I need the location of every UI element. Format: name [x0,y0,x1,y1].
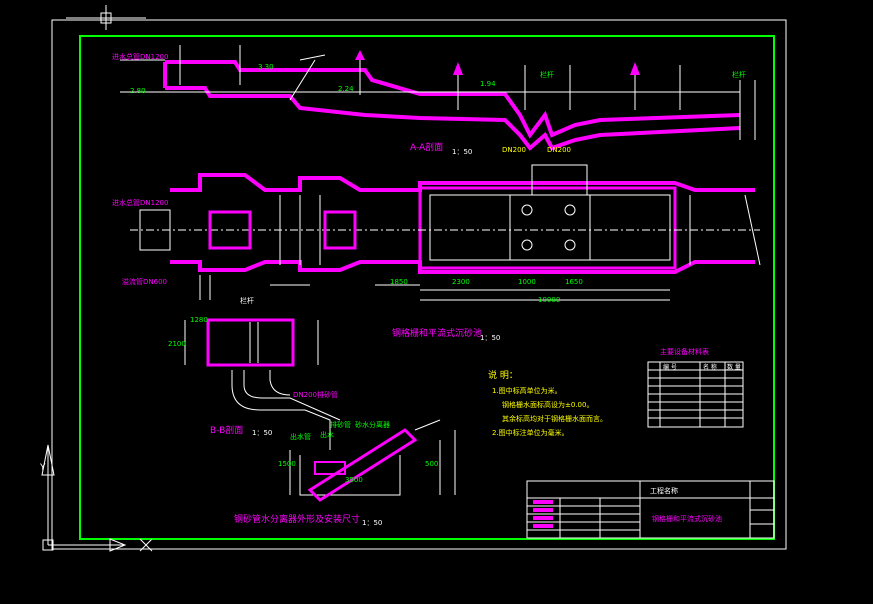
detail-title: 钢砂管水分离器外形及安装尺寸 [234,515,361,525]
dim-10000: 10000 [538,296,561,304]
plan-title: 钢格栅和平流式沉砂池 [392,329,483,339]
elev-4: 1.94 [480,80,496,88]
detail-scale: 1：50 [362,519,383,527]
elev-3: 2.24 [338,85,354,93]
table-col-2: 名 称 [703,364,717,371]
label-dn200-b: DN200 [547,146,571,154]
elev-2: 2.80 [130,87,146,95]
dim-500: 500 [425,460,439,468]
dim-1500: 1500 [278,460,296,468]
dim-3500: 3500 [345,476,363,484]
table-col-1: 编 号 [663,364,677,371]
crosshair-icon [66,5,146,30]
label-dn200-a: DN200 [502,146,526,154]
title-block-project: 工程名称 [650,487,678,495]
table-col-3: 数 量 [727,364,741,371]
inner-border [79,35,775,540]
plan-drawing [130,164,761,301]
svg-text:Y: Y [39,463,46,473]
dim-1280: 1280 [190,316,208,324]
note-1: 1.图中标高单位为米。 [492,387,562,395]
note-4: 2.图中标注单位为毫米。 [492,429,569,437]
section-a-drawing [120,45,756,151]
section-a-title: A-A剖面 [410,143,444,153]
label-overflow: 溢流管DN600 [122,278,167,286]
note-3: 其余标高均对于钢格栅水面而言。 [502,415,607,423]
section-b-title: B-B剖面 [210,426,244,436]
separator-detail-drawing [289,419,456,502]
label-grille: 栏杆 [540,71,554,79]
label-inlet-plan: 进水总管DN1200 [112,199,169,207]
section-b-drawing [184,318,341,450]
label-inlet: 进水总管DN1200 [112,53,169,61]
label-separator: 砂水分离器 [355,421,390,429]
label-water-out: 出水 [320,431,334,439]
elev-1: 3.30 [258,63,274,71]
dim-2300: 2300 [452,278,470,286]
ucs-axis-icon: Y [39,444,153,552]
outer-border [51,19,787,550]
dim-1000: 1000 [518,278,536,286]
label-grille-2: 栏杆 [732,71,746,79]
plan-scale: 1：50 [480,334,501,342]
section-a-scale: 1：50 [452,148,473,156]
title-block-drawing: 钢格栅和平流式沉砂池 [652,515,722,523]
table-title: 主要设备材料表 [660,348,709,356]
title-block [526,480,775,539]
label-sand-pipe: 排砂管 [330,421,351,429]
dim-1650: 1650 [565,278,583,286]
notes-title: 说 明： [488,371,518,381]
label-water-pipe: 出水管 [290,433,311,441]
label-grille-b: 栏杆 [240,297,254,305]
label-pipe: DN200排砂管 [293,391,338,399]
dim-2100: 2100 [168,340,186,348]
equipment-table [647,361,744,428]
note-2: 钢格栅水面标高设为±0.00。 [502,401,594,409]
section-b-scale: 1：50 [252,429,273,437]
dim-1850: 1850 [390,278,408,286]
